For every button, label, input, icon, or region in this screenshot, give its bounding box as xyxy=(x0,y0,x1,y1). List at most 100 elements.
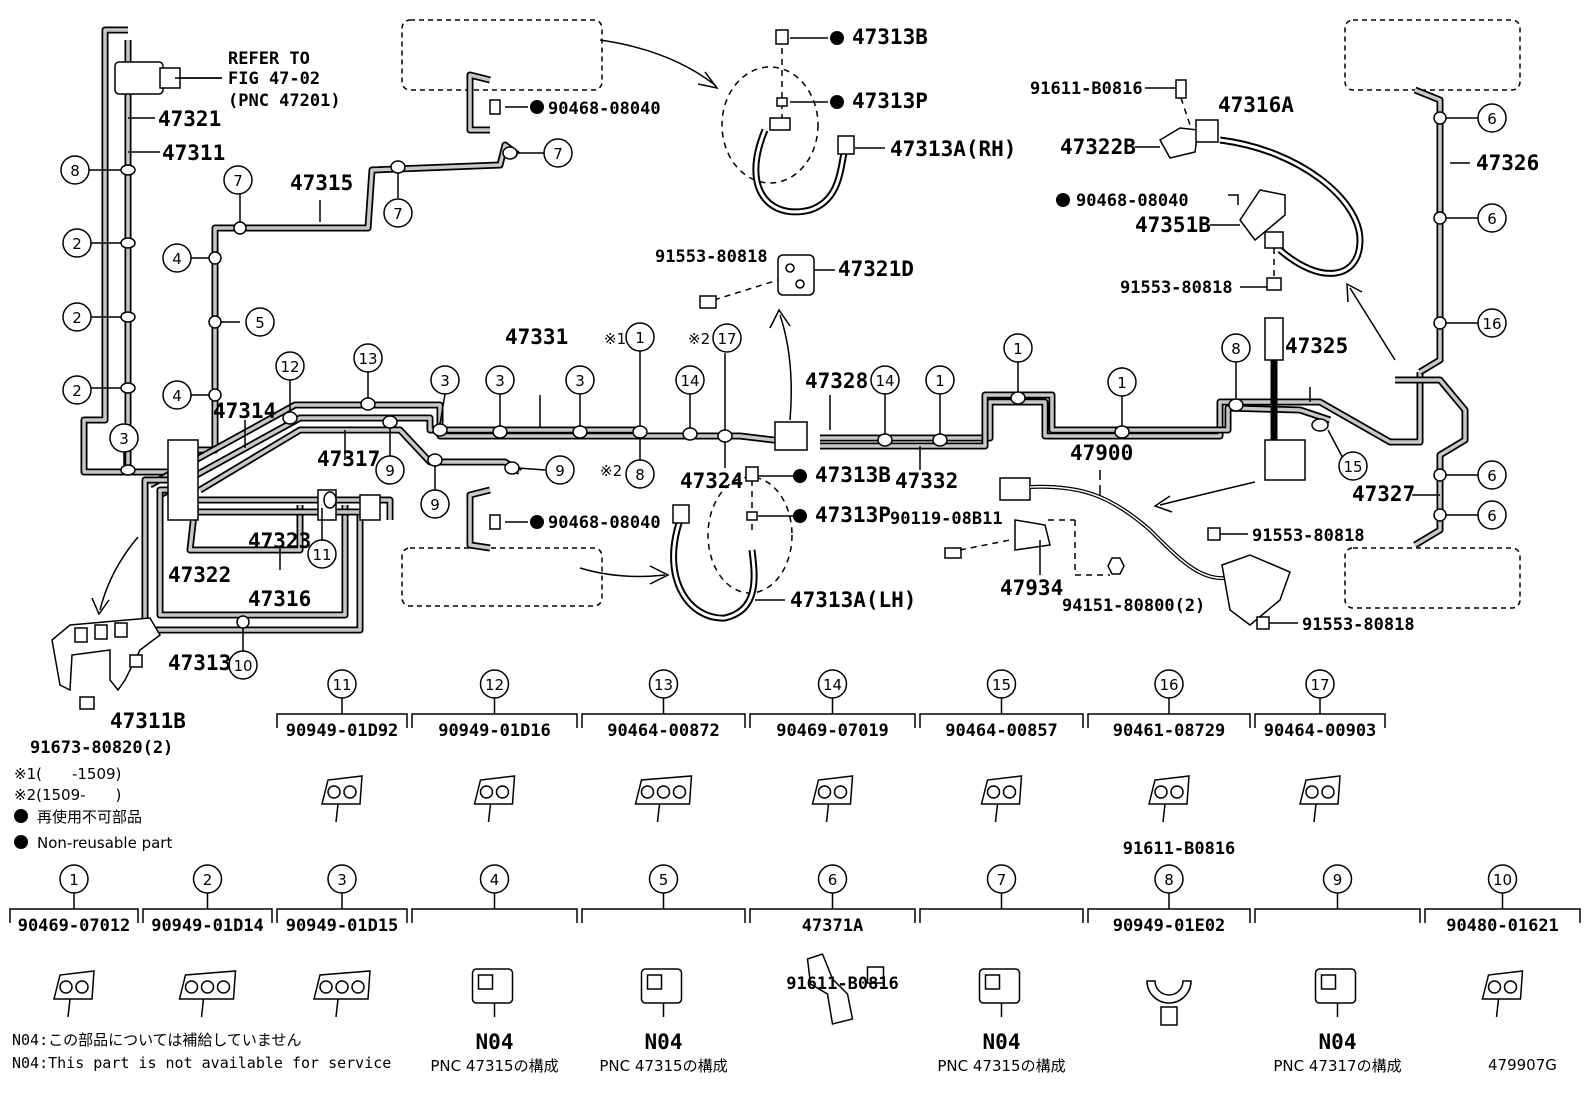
label-91553-right3: 91553-80818 xyxy=(1302,615,1415,635)
rear-hose-assembly xyxy=(1135,79,1364,291)
label-47323: 47323 xyxy=(248,529,311,553)
label-47313b-top: 47313B xyxy=(852,25,928,49)
label-91553-right2: 91553-80818 xyxy=(1252,526,1365,546)
svg-text:3: 3 xyxy=(119,430,129,448)
ref-box-top-right xyxy=(1344,19,1521,91)
clip-part-number: 90464-00903 xyxy=(1264,721,1377,741)
clip-part-number: 90949-01E02 xyxy=(1113,916,1226,936)
label-47328: 47328 xyxy=(805,369,868,393)
pnc-note: PNC 47315の構成 xyxy=(430,1057,558,1075)
legend-range-1: ※1( -1509) xyxy=(14,765,121,783)
svg-text:4: 4 xyxy=(172,387,182,405)
svg-text:6: 6 xyxy=(1487,210,1497,228)
label-47317: 47317 xyxy=(317,447,380,471)
svg-text:6: 6 xyxy=(828,871,838,889)
mark-1: ※1 xyxy=(604,330,626,348)
n04-label: N04 xyxy=(983,1030,1021,1054)
clip-part-number: 90480-01621 xyxy=(1446,916,1559,936)
label-47327: 47327 xyxy=(1352,482,1415,506)
label-47313: 47313 xyxy=(168,651,231,675)
callout-7: 7 xyxy=(223,165,253,195)
clip-drawing xyxy=(980,775,1023,823)
label-91553-right: 91553-80818 xyxy=(1120,278,1233,298)
clip-number-7: 7 xyxy=(986,864,1017,894)
legend: ※1( -1509) ※2(1509- ) 再使用不可部品 Non-reusab… xyxy=(14,765,172,852)
clip-drawing xyxy=(1481,970,1524,1018)
svg-text:1: 1 xyxy=(69,871,79,889)
svg-text:15: 15 xyxy=(1343,458,1362,476)
callout-6: 6 xyxy=(1477,460,1507,490)
svg-text:6: 6 xyxy=(1487,467,1497,485)
label-91553-center: 91553-80818 xyxy=(655,247,768,267)
label-47331: 47331 xyxy=(505,325,568,349)
label-47315: 47315 xyxy=(290,171,353,195)
clip-number-1: 1 xyxy=(59,864,89,894)
clip-part-number: 90469-07019 xyxy=(776,721,889,741)
svg-text:1: 1 xyxy=(635,329,645,347)
label-47311b: 47311B xyxy=(110,709,186,733)
callout-6: 6 xyxy=(1477,500,1507,530)
callout-9: 9 xyxy=(375,455,405,485)
svg-text:3: 3 xyxy=(440,372,450,390)
clip-number-13: 13 xyxy=(648,669,679,699)
callout-1: 1 xyxy=(625,322,655,352)
svg-text:5: 5 xyxy=(255,314,265,332)
callout-9: 9 xyxy=(420,489,450,519)
pnc-note: PNC 47317の構成 xyxy=(1273,1057,1401,1075)
clip-drawing xyxy=(471,968,514,1017)
svg-text:3: 3 xyxy=(337,871,347,889)
mark-2a: ※2 xyxy=(688,330,710,348)
label-91611: 91611-B0816 xyxy=(1030,79,1143,99)
svg-text:12: 12 xyxy=(280,358,299,376)
callout-14: 14 xyxy=(675,365,705,395)
refer-line3: (PNC 47201) xyxy=(228,91,341,111)
n04-label: N04 xyxy=(1319,1030,1357,1054)
clip-sub-part: 91611-B0816 xyxy=(1123,839,1236,859)
callout-4: 4 xyxy=(162,380,192,410)
svg-text:7: 7 xyxy=(393,205,403,223)
svg-text:9: 9 xyxy=(430,496,440,514)
callout-13: 13 xyxy=(353,343,383,373)
svg-text:11: 11 xyxy=(332,676,351,694)
ref-box-top-left xyxy=(401,19,603,91)
flex-hose-rh xyxy=(721,29,885,216)
svg-text:1: 1 xyxy=(1117,374,1127,392)
clip-90468-bottom xyxy=(489,514,501,530)
legend-en: Non-reusable part xyxy=(37,834,172,852)
clip-number-12: 12 xyxy=(479,669,510,699)
clip-number-14: 14 xyxy=(817,669,848,699)
callout-5: 5 xyxy=(245,307,275,337)
label-47321: 47321 xyxy=(158,107,221,131)
clip-drawing xyxy=(178,970,237,1018)
svg-text:9: 9 xyxy=(1333,871,1343,889)
svg-text:14: 14 xyxy=(823,676,842,694)
label-47313p-top: 47313P xyxy=(852,89,928,113)
clip-drawing xyxy=(1314,968,1357,1017)
refer-line2: FIG 47-02 xyxy=(228,69,320,89)
ref-box-bottom-left xyxy=(401,547,603,607)
clip-part-number: 90949-01D16 xyxy=(438,721,551,741)
label-47322: 47322 xyxy=(168,563,231,587)
leader-lines xyxy=(88,77,1478,652)
footnote-en: N04:This part is not available for servi… xyxy=(12,1054,391,1072)
svg-text:13: 13 xyxy=(654,676,673,694)
proportioning-valve xyxy=(1264,317,1284,361)
clip-drawing xyxy=(1299,775,1341,823)
clip-drawing xyxy=(978,968,1021,1017)
pnc-note: PNC 47315の構成 xyxy=(937,1057,1065,1075)
label-90468-bottom: 90468-08040 xyxy=(548,513,661,533)
sensor-47900 xyxy=(944,477,1298,630)
svg-text:8: 8 xyxy=(70,162,80,180)
